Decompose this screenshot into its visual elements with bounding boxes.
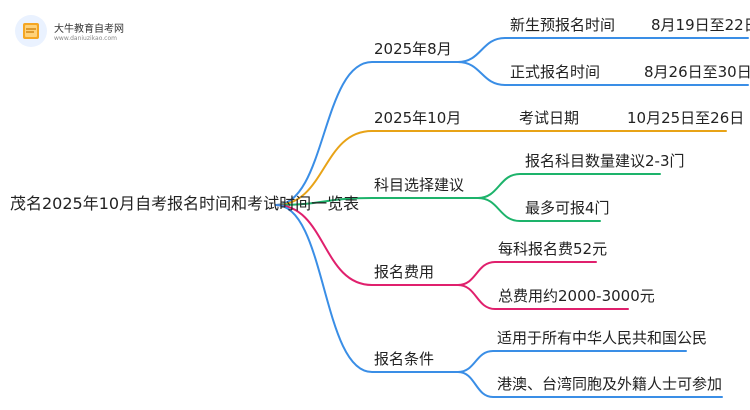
branch-aug-connector — [275, 61, 459, 206]
leaf-exam-value: 10月25日至26日 — [627, 109, 745, 127]
leaf-prereg-value: 8月19日至22日 — [651, 16, 750, 34]
leaf-fee-per-subject: 每科报名费52元 — [498, 240, 608, 258]
leaf-formal-value: 8月26日至30日 — [644, 63, 750, 81]
leaf-cond-citizens-connector — [457, 350, 687, 373]
leaf-subject-max-connector — [477, 197, 601, 222]
site-logo[interactable]: 大牛教育自考网 www.daniuzikao.com — [14, 14, 144, 48]
leaf-subject-count-connector — [477, 173, 661, 199]
leaf-prereg-connector — [457, 37, 749, 63]
leaf-cond-foreign-connector — [457, 371, 723, 398]
leaf-exam-label: 考试日期 — [519, 109, 580, 127]
branch-label-oct: 2025年10月 — [374, 109, 462, 127]
leaf-fee-total: 总费用约2000-3000元 — [498, 287, 655, 305]
leaf-cond-citizens: 适用于所有中华人民共和国公民 — [497, 329, 708, 347]
leaf-fee-per-connector — [457, 261, 597, 286]
branch-subjects-connector — [275, 197, 479, 206]
branch-label-subjects: 科目选择建议 — [374, 176, 465, 194]
leaf-formal-label: 正式报名时间 — [510, 63, 601, 81]
leaf-subject-max: 最多可报4门 — [525, 199, 610, 217]
logo-url: www.daniuzikao.com — [54, 35, 117, 42]
leaf-fee-total-connector — [457, 284, 629, 310]
branch-label-aug: 2025年8月 — [374, 40, 452, 58]
branch-oct-connector — [275, 130, 727, 206]
branch-conditions-connector — [275, 204, 459, 373]
leaf-prereg-label: 新生预报名时间 — [510, 16, 616, 34]
branch-label-conditions: 报名条件 — [374, 350, 435, 368]
root-topic: 茂名2025年10月自考报名时间和考试时间一览表 — [10, 194, 360, 213]
leaf-formal-connector — [457, 61, 749, 86]
logo-name: 大牛教育自考网 — [54, 24, 124, 35]
branch-label-fees: 报名费用 — [374, 263, 435, 281]
leaf-subject-count: 报名科目数量建议2-3门 — [525, 152, 685, 170]
branch-fees-connector — [275, 204, 459, 286]
book-logo-icon — [15, 15, 47, 47]
leaf-cond-foreign: 港澳、台湾同胞及外籍人士可参加 — [497, 375, 723, 393]
